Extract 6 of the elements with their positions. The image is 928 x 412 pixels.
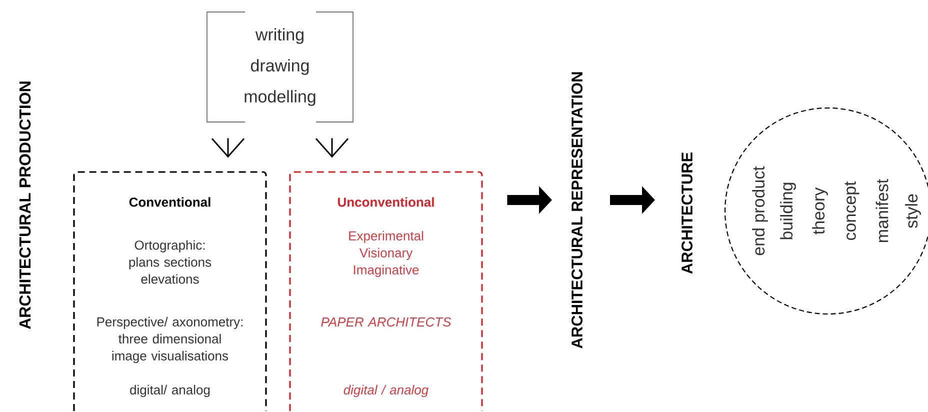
dashed-box: Conventional Ortographic: plans sections elevations Perspective/ axonometry: three dimensional image visualisations digital/ analog bbox=[73, 171, 267, 411]
dashed-box: Unconventional Experimental Visionary Imaginative PAPER ARCHITECTS digital / analog bbox=[289, 171, 483, 411]
axis-heading: ARCHITECTURAL PRODUCTION bbox=[19, 82, 31, 330]
bracket-box: writing drawing modelling bbox=[206, 12, 354, 122]
stage-heading: ARCHITECTURAL REPRESENTATION bbox=[572, 72, 582, 348]
stage-heading: ARCHITECTURE bbox=[682, 152, 692, 274]
